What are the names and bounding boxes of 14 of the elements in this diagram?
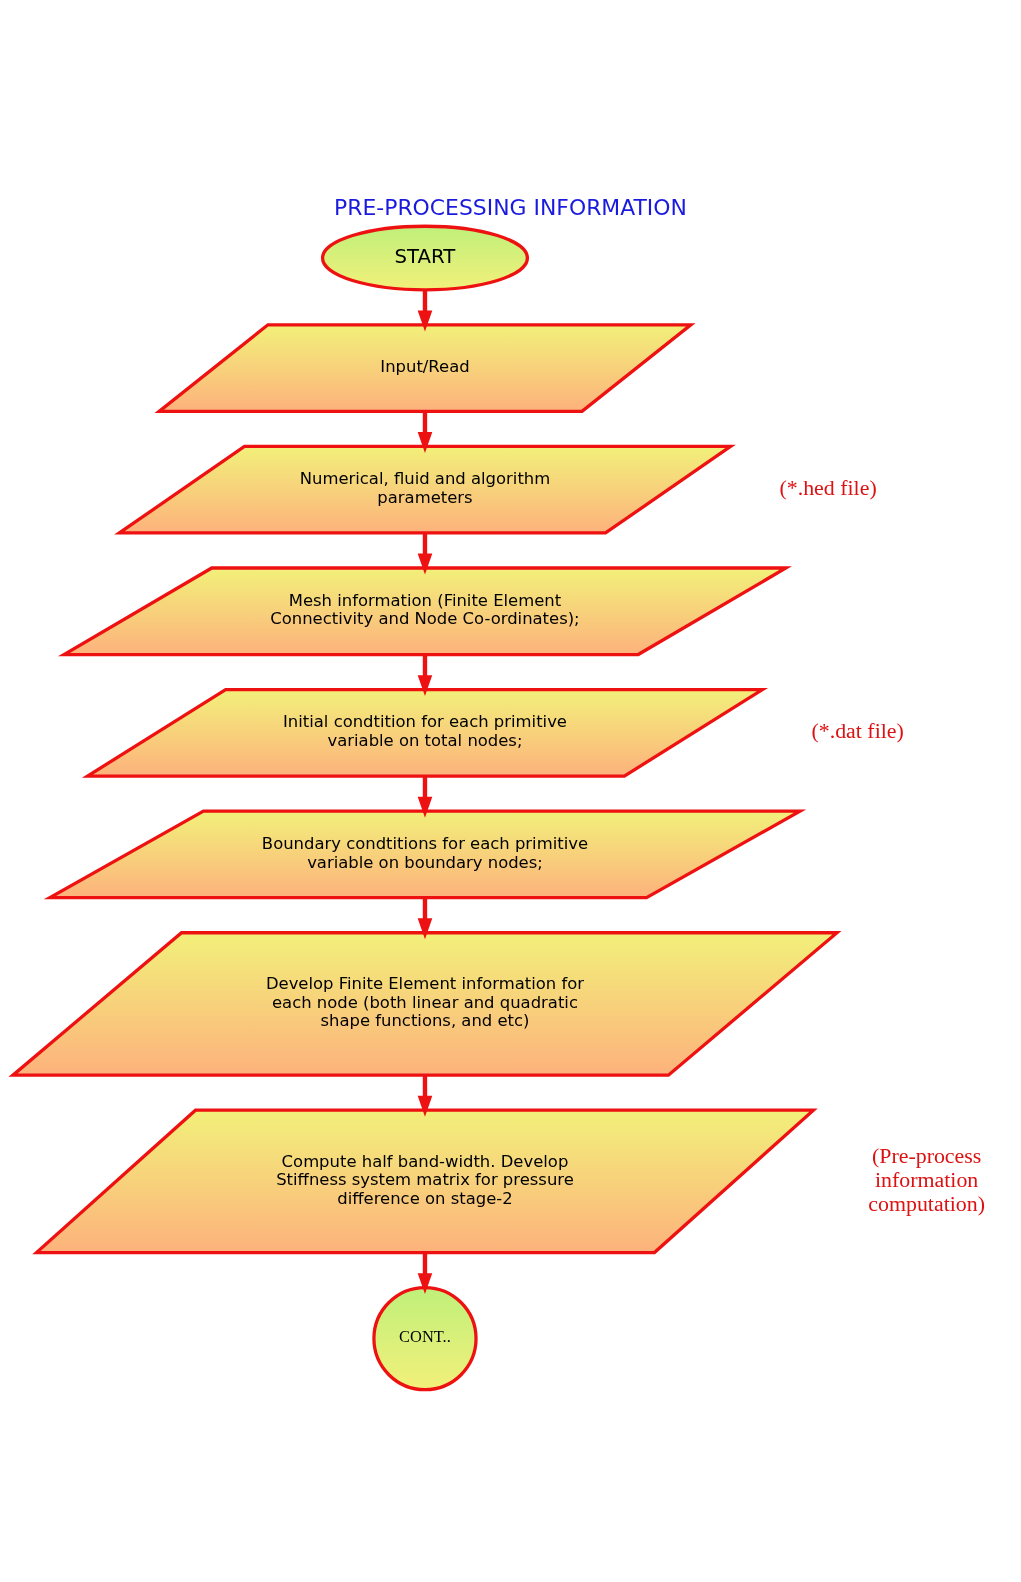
arrow [417,897,433,939]
label: (*.dat file) [811,717,904,743]
arrow [417,1074,433,1117]
arrow [417,1252,433,1294]
arrow [417,289,433,331]
arrow [417,411,433,453]
diagram-title: PRE-PROCESSING INFORMATION [334,194,687,220]
arrow [417,775,433,818]
arrow [417,654,433,696]
node-circle: CONT.. [372,1285,478,1391]
label: (*.hed file) [779,474,877,500]
arrow [417,532,433,574]
label: (Pre-process information computation) [868,1142,986,1216]
node-ellipse: START [320,224,530,291]
